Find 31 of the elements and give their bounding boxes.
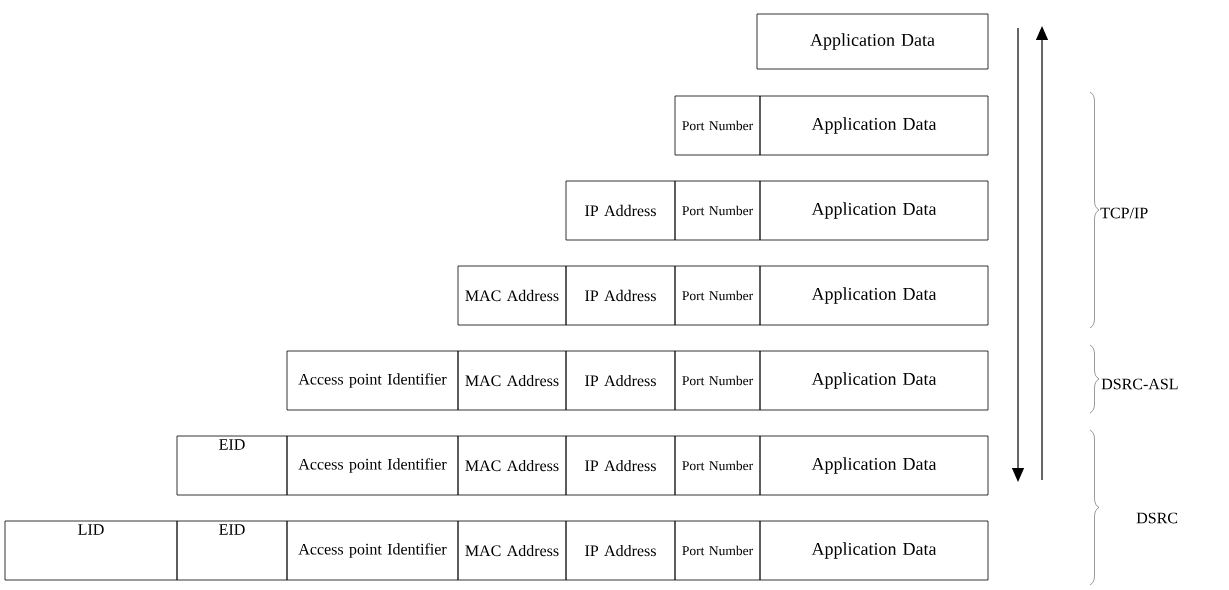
cell: Application Data xyxy=(759,95,989,156)
cell: Port Number xyxy=(674,95,761,156)
cell: Application Data xyxy=(759,265,989,326)
cell: Port Number xyxy=(674,180,761,241)
cell: Port Number xyxy=(674,520,761,581)
cell: Application Data xyxy=(759,520,989,581)
cell: Access point Identifier xyxy=(286,435,459,496)
cell: Port Number xyxy=(674,435,761,496)
cell: Access point Identifier xyxy=(286,350,459,411)
cell: EID xyxy=(176,435,288,496)
cell: Application Data xyxy=(759,350,989,411)
cell: Application Data xyxy=(759,180,989,241)
cell: MAC Address xyxy=(457,520,567,581)
cell: Access point Identifier xyxy=(286,520,459,581)
cell: MAC Address xyxy=(457,265,567,326)
layer-label: TCP/IP xyxy=(1100,207,1148,219)
cell: Port Number xyxy=(674,350,761,411)
cell: MAC Address xyxy=(457,435,567,496)
cell: IP Address xyxy=(565,180,676,241)
layer-label: DSRC-ASL xyxy=(1101,378,1178,390)
cell: LID xyxy=(4,520,178,581)
cell: Port Number xyxy=(674,265,761,326)
cell: IP Address xyxy=(565,265,676,326)
cell: MAC Address xyxy=(457,350,567,411)
cell: IP Address xyxy=(565,435,676,496)
cell: IP Address xyxy=(565,350,676,411)
cell: IP Address xyxy=(565,520,676,581)
cell: Application Data xyxy=(759,435,989,496)
layer-label: DSRC xyxy=(1136,512,1178,524)
cell: Application Data xyxy=(756,13,989,70)
cell: EID xyxy=(176,520,288,581)
